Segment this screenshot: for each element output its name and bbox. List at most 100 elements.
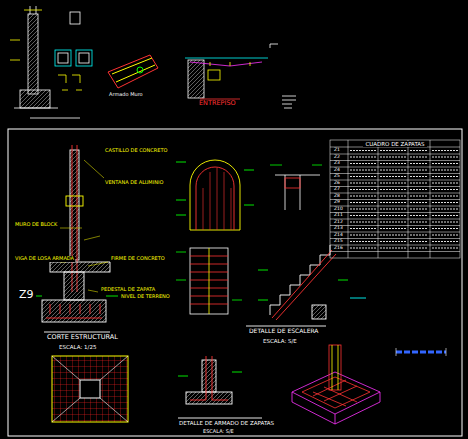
- callout-note: FIRME DE CONCRETO: [110, 256, 166, 262]
- small-legend: [282, 96, 296, 108]
- cell-strokes: [350, 163, 376, 164]
- cell-strokes: [432, 182, 458, 183]
- cell-strokes: [380, 247, 406, 248]
- cell-strokes: [350, 150, 376, 151]
- cell-strokes: [410, 156, 428, 157]
- cell-strokes: [432, 228, 458, 229]
- cell-strokes: [432, 208, 458, 209]
- cell-strokes: [410, 195, 428, 196]
- cell-strokes: [432, 195, 458, 196]
- cell-strokes: [410, 150, 428, 151]
- cell-strokes: [350, 182, 376, 183]
- cell-strokes: [380, 195, 406, 196]
- cell-strokes: [350, 221, 376, 222]
- footing-mark: Z9: [18, 289, 35, 301]
- structural-section: [36, 145, 118, 332]
- cell-strokes: [432, 241, 458, 242]
- cell-strokes: [432, 247, 458, 248]
- table-cell: Z11: [333, 213, 344, 218]
- cell-strokes: [410, 247, 428, 248]
- cell-strokes: [380, 189, 406, 190]
- cell-strokes: [380, 202, 406, 203]
- table-cell-strokes: [350, 151, 458, 249]
- cell-strokes: [380, 228, 406, 229]
- view-title: ENTREPISO: [198, 100, 237, 107]
- cell-strokes: [432, 234, 458, 235]
- cell-strokes: [432, 156, 458, 157]
- table-cell: Z3: [333, 161, 341, 166]
- slab-detail: [185, 44, 278, 99]
- callout-note: PEDESTAL DE ZAPATA: [100, 287, 156, 293]
- sheet-frame: [8, 129, 462, 436]
- callout-note: NIVEL DE TERRENO: [120, 294, 171, 300]
- cell-strokes: [350, 241, 376, 242]
- view-title: Armado Muro: [108, 92, 144, 98]
- table-cell: Z9: [333, 200, 341, 205]
- table-cell: Z13: [333, 226, 344, 231]
- cell-strokes: [410, 241, 428, 242]
- table-title: CUADRO DE ZAPATAS: [330, 131, 460, 150]
- table-cell: Z6: [333, 181, 341, 186]
- cell-strokes: [432, 189, 458, 190]
- cell-strokes: [410, 182, 428, 183]
- table-cell: Z7: [333, 187, 341, 192]
- footing-table: [330, 140, 460, 258]
- cell-strokes: [432, 202, 458, 203]
- cell-strokes: [410, 189, 428, 190]
- cell-strokes: [380, 208, 406, 209]
- cell-strokes: [410, 169, 428, 170]
- table-cell: Z2: [333, 155, 341, 160]
- cell-strokes: [350, 156, 376, 157]
- wall-rebar-detail: [108, 55, 158, 88]
- cell-strokes: [350, 202, 376, 203]
- cell-strokes: [432, 150, 458, 151]
- cell-strokes: [432, 163, 458, 164]
- scale-bar: [396, 348, 446, 356]
- footing-elevation: [178, 356, 262, 418]
- callout-note: MURO DE BLOCK: [14, 222, 58, 228]
- cell-strokes: [410, 176, 428, 177]
- cell-strokes: [410, 208, 428, 209]
- cell-strokes: [350, 228, 376, 229]
- cell-strokes: [350, 215, 376, 216]
- cell-strokes: [380, 150, 406, 151]
- view-title: DETALLE DE ESCALERA: [248, 328, 319, 335]
- scale-note: ESCALA: S/E: [262, 338, 298, 344]
- table-cell: Z4: [333, 168, 341, 173]
- footing-isometric: [292, 345, 380, 424]
- cell-strokes: [380, 241, 406, 242]
- cell-strokes: [350, 189, 376, 190]
- cell-strokes: [410, 234, 428, 235]
- cell-strokes: [380, 182, 406, 183]
- view-title: CORTE ESTRUCTURAL: [46, 334, 119, 341]
- table-cell: Z8: [333, 194, 341, 199]
- cell-strokes: [432, 169, 458, 170]
- cell-strokes: [350, 195, 376, 196]
- cell-strokes: [410, 228, 428, 229]
- cell-strokes: [410, 215, 428, 216]
- cell-strokes: [410, 163, 428, 164]
- cell-strokes: [350, 208, 376, 209]
- cell-strokes: [432, 176, 458, 177]
- cell-strokes: [380, 215, 406, 216]
- table-cell: Z14: [333, 233, 344, 238]
- scale-note: ESCALA: S/E: [202, 429, 235, 435]
- cell-strokes: [380, 176, 406, 177]
- cell-strokes: [350, 234, 376, 235]
- wall-detail: [10, 6, 92, 118]
- beam-detail: [270, 165, 322, 210]
- cell-strokes: [350, 247, 376, 248]
- cell-strokes: [350, 169, 376, 170]
- cell-strokes: [350, 176, 376, 177]
- table-cell: Z5: [333, 174, 341, 179]
- table-heading: CUADRO DE ZAPATAS: [363, 141, 426, 147]
- cell-strokes: [410, 202, 428, 203]
- callout-note: VENTANA DE ALUMINIO: [104, 180, 164, 186]
- cell-strokes: [380, 163, 406, 164]
- arch-window: [176, 160, 254, 230]
- cell-strokes: [380, 234, 406, 235]
- table-cell: Z1: [333, 148, 341, 153]
- table-cell: Z16: [333, 246, 344, 251]
- cell-strokes: [380, 169, 406, 170]
